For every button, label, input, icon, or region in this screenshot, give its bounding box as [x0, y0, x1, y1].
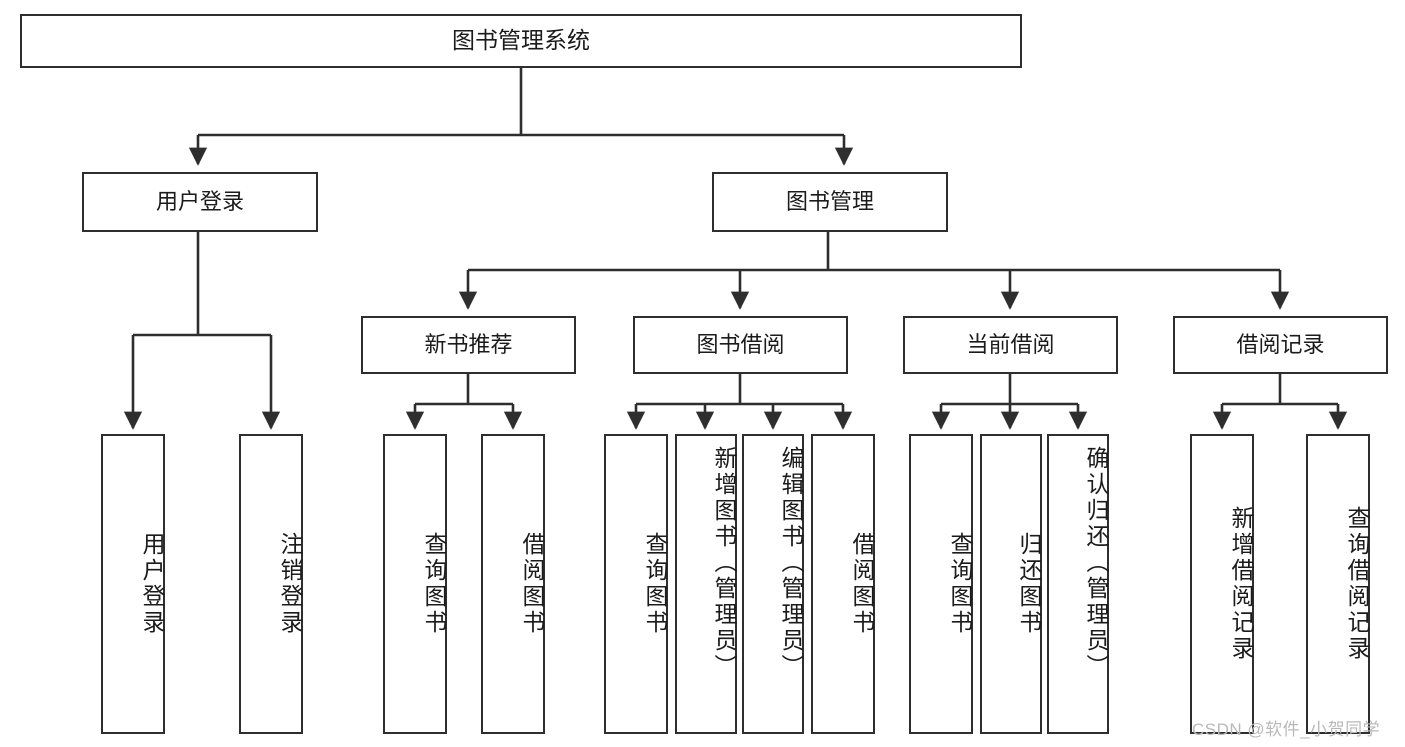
- node-book-manage[interactable]: 图书管理: [712, 172, 948, 232]
- leaf-book-borrow-edit[interactable]: 编辑图书（管理员）: [742, 434, 804, 734]
- leaf-borrow-record-add[interactable]: 新增借阅记录: [1190, 434, 1254, 734]
- leaf-book-borrow-edit-label: 编辑图书（管理员）: [778, 446, 804, 680]
- node-book-manage-label: 图书管理: [785, 189, 874, 215]
- leaf-user-login-login[interactable]: 用户登录: [101, 434, 165, 734]
- leaf-borrow-record-query-label: 查询借阅记录: [1344, 506, 1370, 662]
- node-new-book-recommend-label: 新书推荐: [424, 332, 513, 358]
- leaf-book-borrow-add-label: 新增图书（管理员）: [711, 446, 737, 680]
- node-root-label: 图书管理系统: [452, 27, 590, 54]
- leaf-current-borrow-confirm[interactable]: 确认归还（管理员）: [1047, 434, 1109, 734]
- node-root[interactable]: 图书管理系统: [20, 14, 1022, 68]
- node-current-borrow-label: 当前借阅: [966, 332, 1055, 358]
- node-borrow-record[interactable]: 借阅记录: [1173, 316, 1388, 374]
- node-new-book-recommend[interactable]: 新书推荐: [361, 316, 576, 374]
- node-book-borrow-label: 图书借阅: [696, 332, 785, 358]
- node-user-login-label: 用户登录: [155, 189, 244, 215]
- csdn-watermark: CSDN @软件_小贺同学: [1192, 720, 1381, 739]
- leaf-new-book-query[interactable]: 查询图书: [383, 434, 447, 734]
- leaf-book-borrow-borrow[interactable]: 借阅图书: [811, 434, 875, 734]
- leaf-borrow-record-add-label: 新增借阅记录: [1228, 506, 1254, 662]
- leaf-book-borrow-borrow-label: 借阅图书: [849, 532, 875, 636]
- leaf-current-borrow-query-label: 查询图书: [947, 532, 973, 636]
- leaf-new-book-query-label: 查询图书: [421, 532, 447, 636]
- leaf-current-borrow-return-label: 归还图书: [1016, 532, 1042, 636]
- node-book-borrow[interactable]: 图书借阅: [633, 316, 848, 374]
- node-user-login[interactable]: 用户登录: [82, 172, 318, 232]
- leaf-book-borrow-add[interactable]: 新增图书（管理员）: [675, 434, 737, 734]
- leaf-new-book-borrow[interactable]: 借阅图书: [481, 434, 545, 734]
- leaf-borrow-record-query[interactable]: 查询借阅记录: [1306, 434, 1370, 734]
- leaf-user-login-logout-label: 注销登录: [277, 532, 303, 636]
- leaf-current-borrow-query[interactable]: 查询图书: [909, 434, 973, 734]
- leaf-user-login-logout[interactable]: 注销登录: [239, 434, 303, 734]
- leaf-user-login-login-label: 用户登录: [139, 532, 165, 636]
- node-current-borrow[interactable]: 当前借阅: [903, 316, 1118, 374]
- leaf-current-borrow-return[interactable]: 归还图书: [980, 434, 1042, 734]
- leaf-new-book-borrow-label: 借阅图书: [519, 532, 545, 636]
- leaf-book-borrow-query-label: 查询图书: [642, 532, 668, 636]
- leaf-current-borrow-confirm-label: 确认归还（管理员）: [1083, 446, 1109, 680]
- node-borrow-record-label: 借阅记录: [1236, 332, 1325, 358]
- leaf-book-borrow-query[interactable]: 查询图书: [604, 434, 668, 734]
